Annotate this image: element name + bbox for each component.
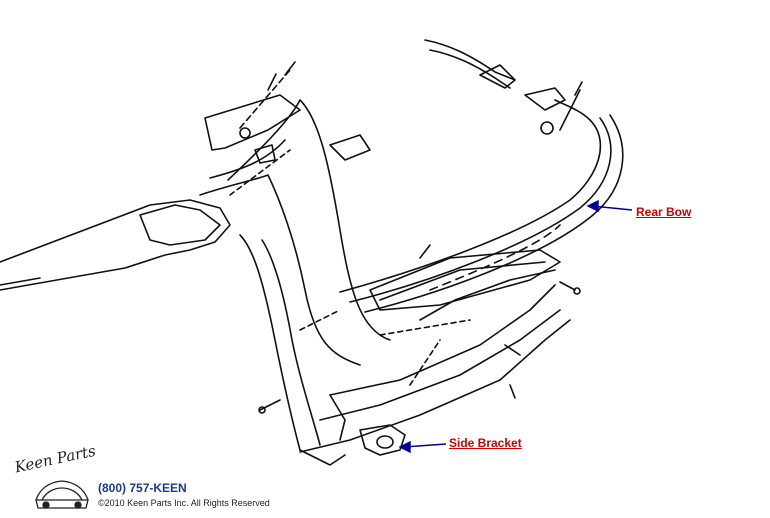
copyright-notice: ©2010 Keen Parts Inc. All Rights Reserve… (98, 498, 270, 508)
car-logo-icon (35, 480, 89, 509)
rear-bow-arrow (586, 199, 633, 213)
phone-number: (800) 757-KEEN (98, 481, 187, 495)
rear-bow-link[interactable]: Rear Bow (636, 205, 692, 219)
line-art-drawing (0, 39, 624, 466)
side-bracket-link[interactable]: Side Bracket (449, 436, 522, 450)
side-bracket-arrow (398, 440, 447, 454)
footer: Keen Parts (800) 757-KEEN ©2010 Keen Par… (8, 442, 308, 514)
